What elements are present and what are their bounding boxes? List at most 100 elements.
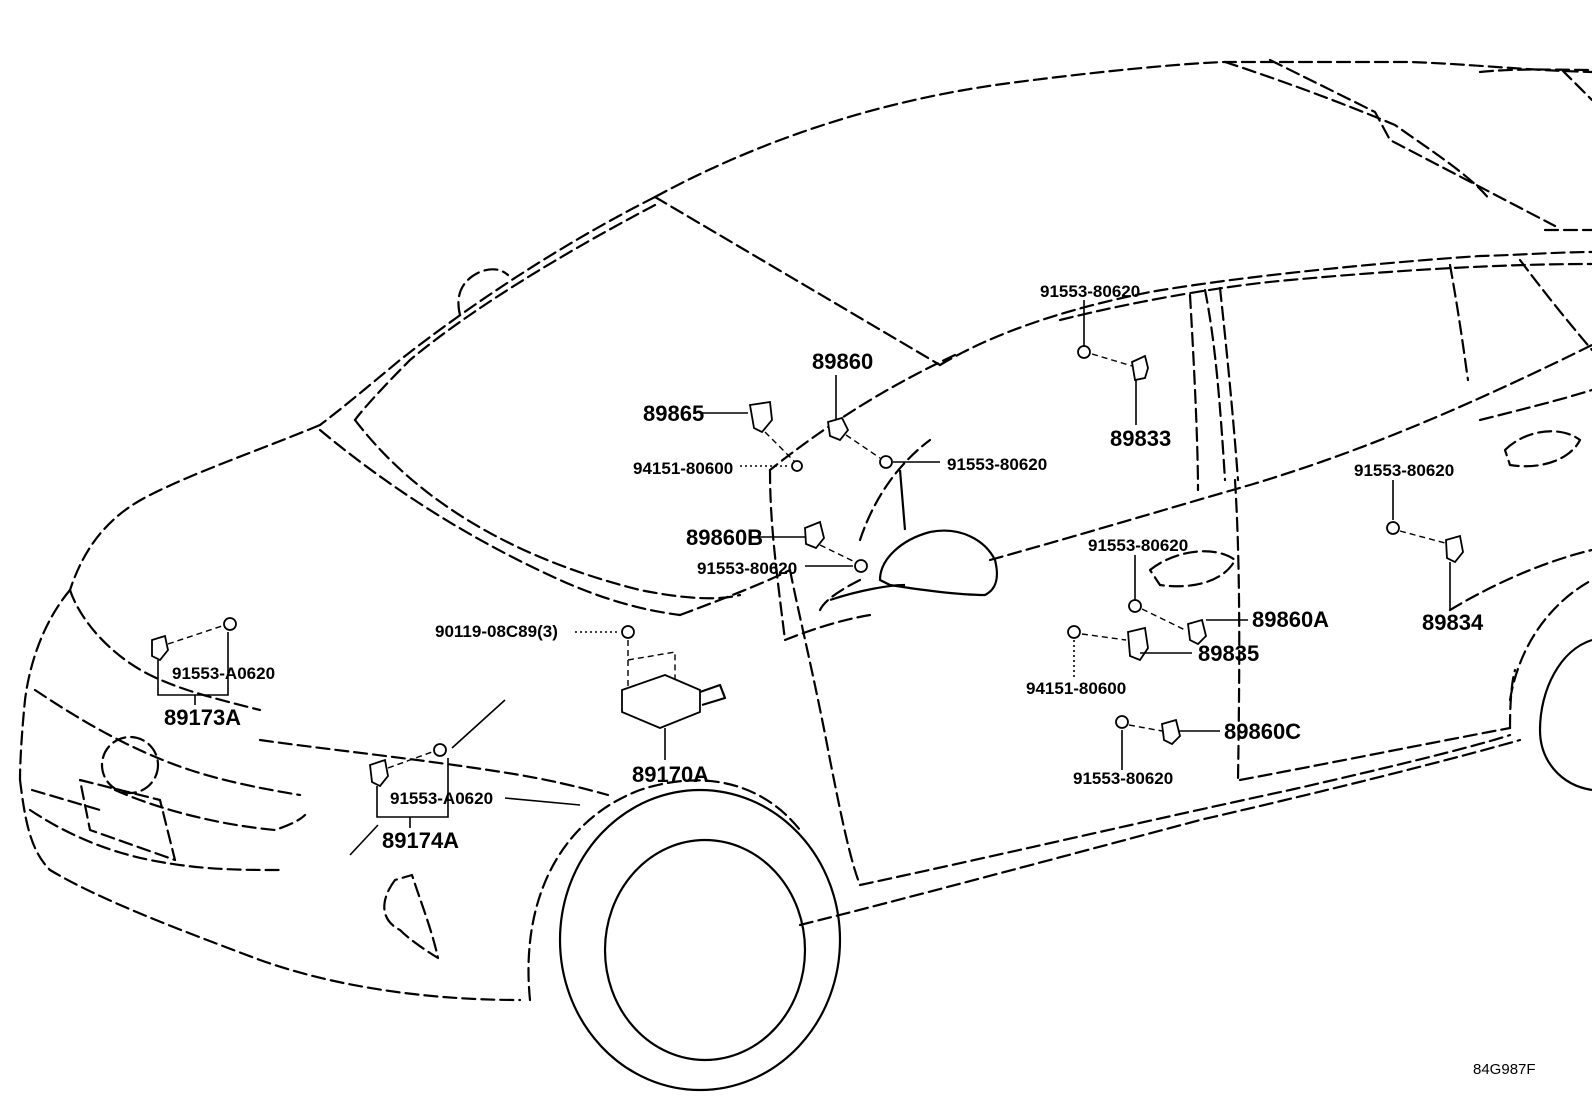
label-89834: 89834	[1422, 610, 1484, 635]
sensor-icon	[748, 400, 773, 434]
roof-rear-line	[1268, 58, 1557, 228]
fender	[788, 568, 862, 887]
sensor-icon	[1127, 626, 1149, 662]
label-89865: 89865	[643, 401, 704, 426]
label-89860c: 89860C	[1224, 719, 1301, 744]
bolt-icon	[1128, 599, 1142, 613]
label-91553-80620-pillar: 91553-80620	[947, 455, 1047, 474]
group-89174a	[349, 699, 581, 856]
front-door-front	[768, 468, 787, 642]
nut-icon	[791, 460, 803, 472]
label-94151-80600-upper: 94151-80600	[633, 459, 733, 478]
bolt-icon	[1115, 715, 1129, 729]
fog-light	[383, 873, 440, 960]
windshield-bottom	[353, 418, 742, 600]
roof-line	[653, 60, 1592, 199]
group-89860b	[755, 520, 868, 573]
rocker	[798, 738, 1522, 927]
label-91553-a0620-left: 91553-A0620	[172, 664, 275, 683]
label-89860b: 89860B	[686, 525, 763, 550]
bolt-icon	[879, 455, 893, 469]
bumper-contour	[28, 808, 282, 872]
rear-door-handle	[1503, 430, 1582, 468]
label-89174a: 89174A	[382, 828, 459, 853]
group-89865	[700, 400, 803, 472]
rear-door-bottom	[1238, 726, 1512, 782]
hood-edge	[258, 738, 610, 797]
car-outline	[18, 58, 1592, 1092]
group-89860	[826, 375, 940, 469]
front-rim	[603, 838, 807, 1062]
rear-door-line	[1508, 668, 1517, 730]
sensor-icon	[826, 416, 850, 442]
label-89860a: 89860A	[1252, 607, 1329, 632]
label-91553-80620-rear: 91553-80620	[1354, 461, 1454, 480]
a-pillar-inner	[353, 203, 657, 422]
group-89173a	[151, 617, 237, 705]
module-connector-icon	[699, 683, 727, 707]
group-89170a	[575, 625, 727, 760]
rear-wheel-arch	[1508, 578, 1592, 702]
label-90119-08c89: 90119-08C89(3)	[435, 622, 558, 641]
mirror-mount	[818, 578, 862, 612]
side-mirror	[878, 529, 999, 597]
b-pillar-rear	[1218, 286, 1240, 482]
emblem	[100, 735, 160, 795]
sensor-icon	[151, 634, 169, 662]
windshield-top-edge	[653, 195, 942, 367]
roof-right-curve	[1560, 68, 1592, 102]
grille-top	[33, 688, 302, 797]
label-91553-80620-door: 91553-80620	[1088, 536, 1188, 555]
roof-right-edge	[1478, 68, 1592, 74]
rear-lower-curve	[1448, 548, 1592, 612]
nut-icon	[1067, 625, 1081, 639]
label-89860: 89860	[812, 349, 873, 374]
front-bumper-top	[18, 588, 72, 782]
side-panel-line	[1478, 388, 1592, 422]
bolt-icon	[1077, 345, 1091, 359]
rear-tire	[1538, 638, 1592, 792]
bolt-icon	[1386, 521, 1400, 535]
group-89860a-89835	[1067, 555, 1248, 680]
front-wheel-arch	[527, 779, 802, 1002]
sensor-icon	[1187, 618, 1207, 646]
sensor-icon	[1445, 534, 1464, 564]
group-89834	[1386, 480, 1464, 610]
headlight	[113, 788, 307, 832]
front-door-low	[783, 613, 872, 642]
mirror-base	[829, 469, 907, 602]
roof-antenna	[457, 268, 510, 317]
hood-crease	[318, 428, 682, 617]
bolt-icon	[433, 743, 447, 757]
label-91553-a0620-right: 91553-A0620	[390, 789, 493, 808]
front-bumper-face	[18, 778, 522, 1002]
c-pillar	[1518, 258, 1592, 352]
license-plate	[78, 778, 177, 862]
sensor-icon	[804, 520, 825, 550]
label-94151-80600-lower: 94151-80600	[1026, 679, 1126, 698]
rear-window	[1448, 263, 1470, 382]
airbag-module-icon	[621, 674, 701, 729]
belt-line	[988, 343, 1592, 562]
hood-left	[68, 423, 322, 592]
front-door-handle	[1148, 550, 1237, 588]
a-pillar-outer	[938, 250, 1592, 367]
quarter-glass	[858, 438, 932, 542]
rocker-lower	[858, 733, 1512, 887]
label-89173a: 89173A	[164, 705, 241, 730]
b-pillar-front	[1188, 293, 1200, 492]
bolt-icon	[223, 617, 237, 631]
cowl	[678, 568, 792, 617]
door-split	[1233, 478, 1241, 782]
label-89833: 89833	[1110, 426, 1171, 451]
illustration-code: 84G987F	[1473, 1061, 1536, 1078]
label-91553-80620-top: 91553-80620	[1040, 282, 1140, 301]
group-89833	[1077, 300, 1149, 425]
window-top	[1058, 262, 1592, 322]
grille-lower	[30, 788, 102, 812]
front-tire	[558, 788, 842, 1092]
roof-inner-line	[1223, 60, 1492, 202]
bolt-icon	[854, 559, 868, 573]
